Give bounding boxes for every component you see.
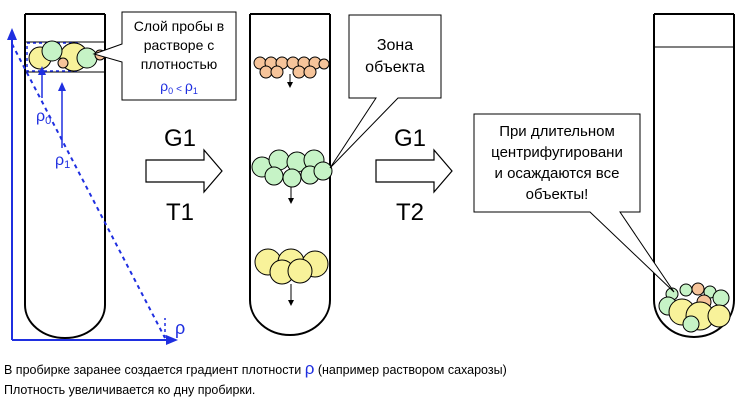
rho0-label: ρ0	[36, 108, 51, 127]
step-2: G1 T2	[375, 125, 453, 226]
step-2-g-label: G1	[394, 125, 426, 152]
footer-line-2: Плотность увеличивается ко дну пробирки.	[4, 383, 255, 397]
step-2-arrow-icon	[375, 148, 453, 194]
step-1-g-label: G1	[164, 125, 196, 152]
sample-layer-text-3: плотностью	[141, 56, 218, 72]
long-centrifuge-text-3: и осаждаются все	[495, 165, 620, 182]
long-centrifuge-text-2: центрифугировани	[491, 144, 623, 161]
orange-particle-band	[253, 56, 330, 88]
x-axis-arrow-icon	[166, 335, 178, 345]
tube-1	[24, 13, 106, 339]
callout-long-centrifugation: При длительном центрифугировани и осажда…	[473, 113, 675, 293]
yellow-particle-band	[254, 248, 329, 306]
density-axes: ρ0 ρ1 ρ	[7, 28, 185, 345]
step-1: G1 T1	[145, 125, 223, 226]
sample-layer-band	[25, 40, 106, 73]
step-1-t-label: T1	[166, 199, 194, 226]
sample-layer-text-2: растворе с	[144, 37, 215, 53]
step-1-arrow-icon	[145, 148, 223, 194]
footer-caption: В пробирке заранее создается градиент пл…	[4, 359, 507, 397]
callout-object-zone: Зона объекта	[329, 14, 442, 169]
step-2-t-label: T2	[396, 199, 424, 226]
callout-sample-layer: Слой пробы в растворе с плотностью ρ0<ρ1	[92, 11, 237, 101]
rho-inequality: ρ0<ρ1	[160, 78, 198, 96]
rho-axis-label: ρ	[175, 318, 185, 338]
sample-layer-text-1: Слой пробы в	[134, 18, 225, 34]
footer-line-1: В пробирке заранее создается градиент пл…	[4, 359, 507, 378]
object-zone-text-2: объекта	[365, 59, 425, 76]
y-axis-arrow-icon	[7, 28, 17, 40]
rho1-label: ρ1	[55, 152, 70, 171]
object-zone-text-1: Зона	[377, 37, 413, 54]
sediment-pellet	[658, 282, 731, 333]
long-centrifuge-text-4: объекты!	[526, 186, 589, 203]
tube-3	[653, 13, 735, 338]
long-centrifuge-text-1: При длительном	[499, 123, 615, 140]
green-particle-band	[251, 149, 333, 204]
